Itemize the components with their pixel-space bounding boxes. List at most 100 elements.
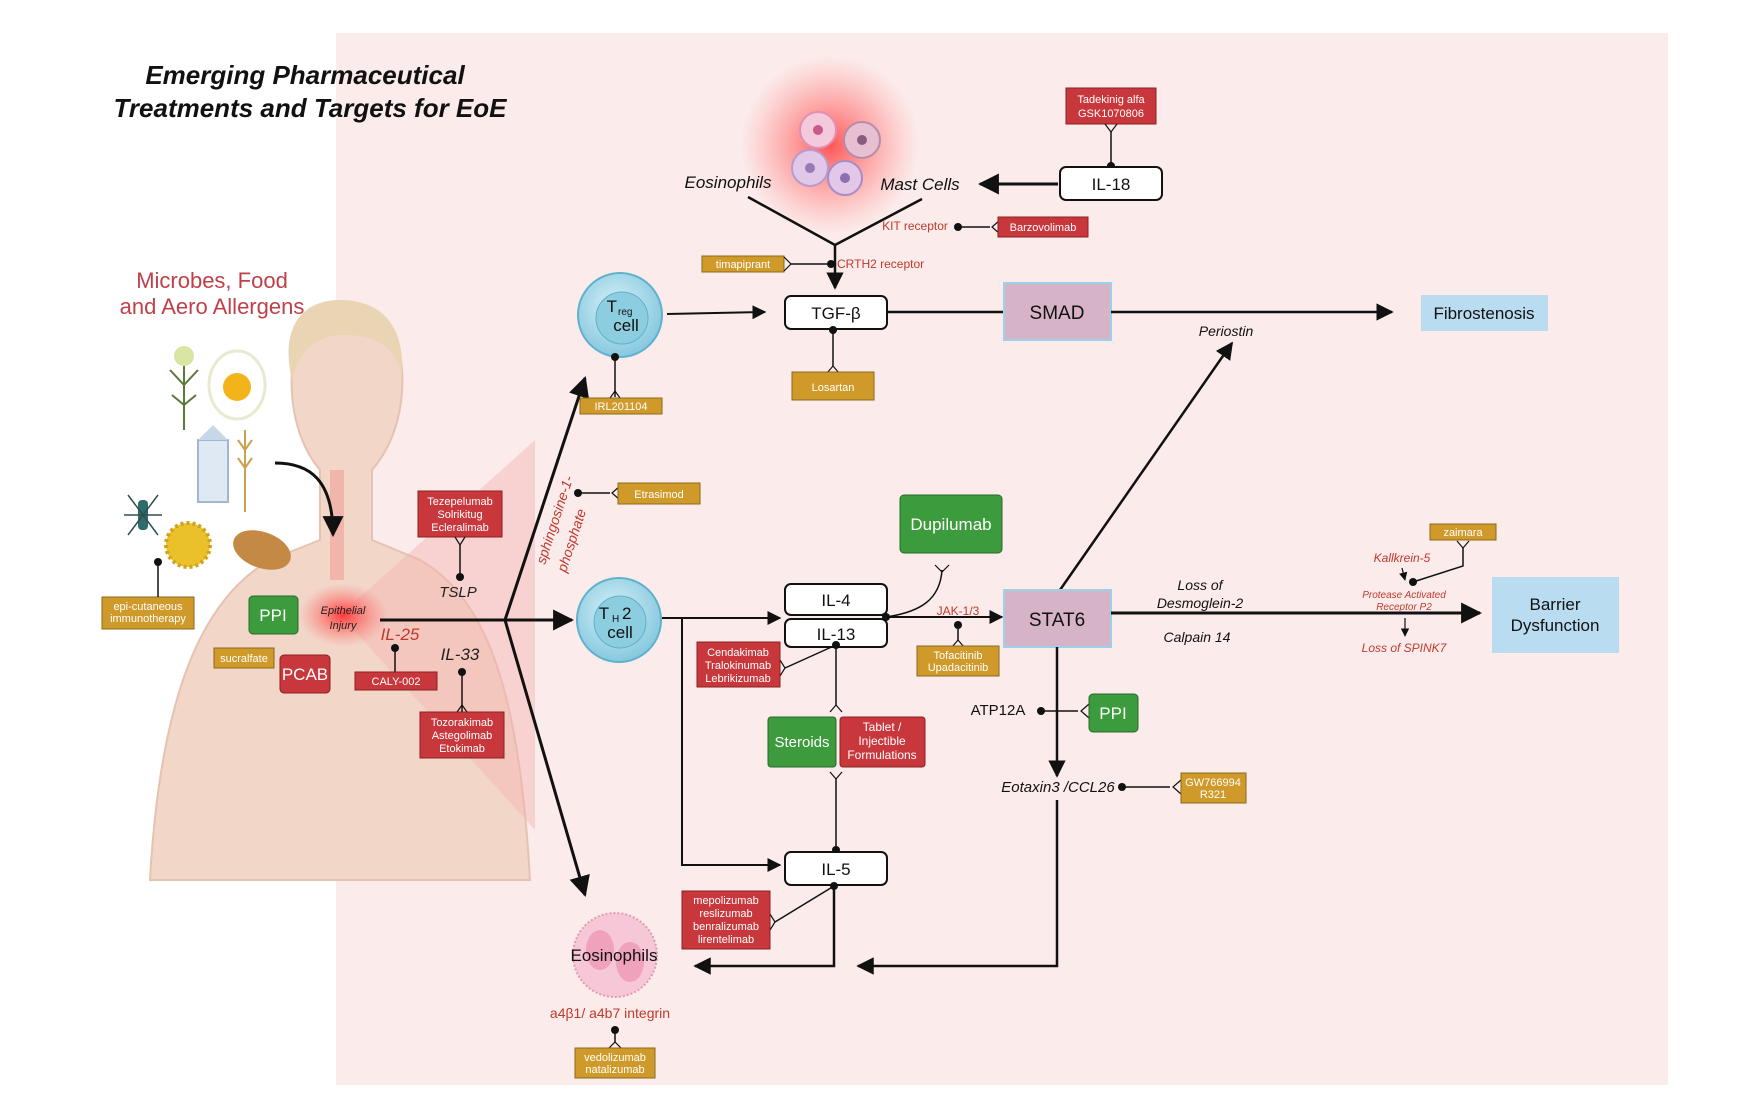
title-line-1: Emerging Pharmaceutical (145, 60, 465, 90)
epithelial-label-1: Epithelial (321, 605, 366, 617)
mast-to-tgfb-line (834, 197, 923, 247)
gw-tip (1172, 779, 1182, 795)
il4-label: IL-4 (821, 591, 850, 610)
ppi-left-box[interactable]: PPI (248, 595, 299, 635)
lirentelimab-label: lirentelimab (698, 934, 754, 946)
astegolimab-label: Astegolimab (432, 730, 493, 742)
spink7-label: Loss of SPINK7 (1362, 641, 1448, 655)
treg-sub: reg (618, 307, 632, 318)
epicutaneous-box[interactable]: epi-cutaneous immunotherapy (101, 596, 195, 630)
dupilumab-box[interactable]: Dupilumab (899, 494, 1003, 554)
pcab-box[interactable]: PCAB (279, 654, 331, 694)
il5-drugs-box[interactable]: mepolizumab reslizumab benralizumab lire… (681, 890, 771, 950)
eos-to-tgfb-line (747, 195, 836, 247)
arrow-il5-to-eos (693, 886, 836, 975)
etrasimod-dot (574, 489, 582, 497)
mast-cells-label: Mast Cells (880, 175, 960, 194)
il5-label: IL-5 (821, 860, 850, 879)
epicutaneous-text-2: immunotherapy (110, 613, 186, 625)
eosinophils-bottom-label: Eosinophils (571, 946, 658, 965)
allergens-line-1: Microbes, Food (136, 268, 288, 293)
stat6-node: STAT6 (1003, 589, 1112, 648)
il33-inhibit-tip (456, 703, 468, 713)
epithelial-label-2: Injury (330, 620, 358, 632)
th2-cell: T H 2 cell (576, 577, 662, 663)
il5-drugs-tip (769, 913, 776, 931)
th2-main: T (599, 604, 609, 623)
tablet-box[interactable]: Tablet / Injectible Formulations (839, 716, 926, 768)
th2-num: 2 (622, 604, 631, 623)
timapiprant-box[interactable]: timapiprant (701, 255, 785, 273)
gw-text-2: R321 (1200, 789, 1226, 801)
sucralfate-box[interactable]: sucralfate (213, 647, 275, 669)
smad-label: SMAD (1030, 303, 1085, 324)
lebrikizumab-label: Lebrikizumab (705, 673, 770, 685)
treg-main: T (607, 297, 617, 316)
ppi-right-box[interactable]: PPI (1088, 693, 1139, 733)
gw-box[interactable]: GW766994 R321 (1180, 772, 1247, 804)
ppi-right-label: PPI (1099, 704, 1126, 723)
barzovolimab-label: Barzovolimab (1010, 222, 1077, 234)
loss-desmo-label-1: Loss of (1177, 577, 1224, 593)
losartan-box[interactable]: Losartan (791, 371, 875, 401)
tgfb-label: TGF-β (811, 304, 861, 323)
losartan-label: Losartan (812, 382, 855, 394)
granulocyte-glow (740, 55, 920, 235)
natalizumab-label: natalizumab (585, 1064, 644, 1076)
epithelial-glow (298, 583, 388, 647)
zaimara-box[interactable]: zaimara (1429, 523, 1497, 541)
allergens-line-2: and Aero Allergens (120, 294, 305, 319)
timapiprant-label: timapiprant (716, 259, 770, 271)
reslizumab-label: reslizumab (699, 908, 752, 920)
steroids-box[interactable]: Steroids (767, 716, 837, 768)
arrow-stat6-to-periostin (1058, 341, 1234, 591)
epicutaneous-dot (154, 558, 162, 566)
kallkrein-arrow (1399, 567, 1408, 581)
cendakimab-tip (779, 659, 786, 677)
zaimara-line (1412, 548, 1464, 583)
dupilumab-label: Dupilumab (910, 515, 991, 534)
tofacitinib-label: Tofacitinib (934, 650, 983, 662)
irl-box[interactable]: IRL201104 (579, 397, 663, 415)
background-panel (336, 33, 1668, 1085)
tgfb-node: TGF-β (784, 295, 888, 330)
cendakimab-line (784, 644, 837, 669)
tadekinig-box[interactable]: Tadekinig alfa GSK1070806 (1065, 87, 1157, 125)
etokimab-label: Etokimab (439, 743, 485, 755)
loss-desmo-label-2: Desmoglein-2 (1157, 595, 1244, 611)
il5-node: IL-5 (784, 851, 888, 886)
barrier-label-2: Dysfunction (1511, 616, 1600, 635)
integrin-drugs-box[interactable]: vedolizumab natalizumab (574, 1047, 656, 1079)
dupilumab-tip (934, 564, 950, 573)
irl-label: IRL201104 (594, 401, 647, 413)
vedolizumab-label: vedolizumab (584, 1052, 646, 1064)
il4-node: IL-4 (784, 583, 888, 616)
cendakimab-label: Cendakimab (707, 647, 769, 659)
tozorakimab-label: Tozorakimab (431, 717, 493, 729)
il13-drugs-box[interactable]: Cendakimab Tralokinumab Lebrikizumab (696, 641, 781, 688)
treg-cell: T reg cell (577, 272, 663, 358)
tslp-drugs-box[interactable]: Tezepelumab Solrikitug Ecleralimab (417, 490, 503, 538)
th2-cell-label: cell (607, 623, 633, 642)
pcab-label: PCAB (282, 665, 328, 684)
etrasimod-box[interactable]: Etrasimod (617, 482, 701, 505)
steroids-label: Steroids (774, 734, 829, 751)
etrasimod-inhibit-tip (611, 485, 621, 501)
etrasimod-label: Etrasimod (634, 489, 684, 501)
title-line-2: Treatments and Targets for EoE (114, 93, 508, 123)
il33-drugs-box[interactable]: Tozorakimab Astegolimab Etokimab (419, 711, 505, 759)
il33-dot (458, 668, 466, 676)
tadekinig-text-1: Tadekinig alfa (1077, 94, 1145, 106)
par2-dot (1409, 578, 1417, 586)
barrier-node: Barrier Dysfunction (1492, 577, 1619, 653)
caly-box[interactable]: CALY-002 (354, 671, 438, 691)
arrow-eotaxin-to-eos (856, 800, 1059, 975)
tablet-text-1: Tablet / (863, 720, 902, 734)
caly-label: CALY-002 (372, 676, 421, 688)
jak-drugs-box[interactable]: Tofacitinib Upadacitinib (916, 645, 1000, 677)
crth2-receptor-label: CRTH2 receptor (837, 257, 924, 271)
ppi-left-label: PPI (259, 606, 286, 625)
il33-label: IL-33 (441, 645, 480, 664)
barzovolimab-box[interactable]: Barzovolimab (997, 216, 1089, 238)
